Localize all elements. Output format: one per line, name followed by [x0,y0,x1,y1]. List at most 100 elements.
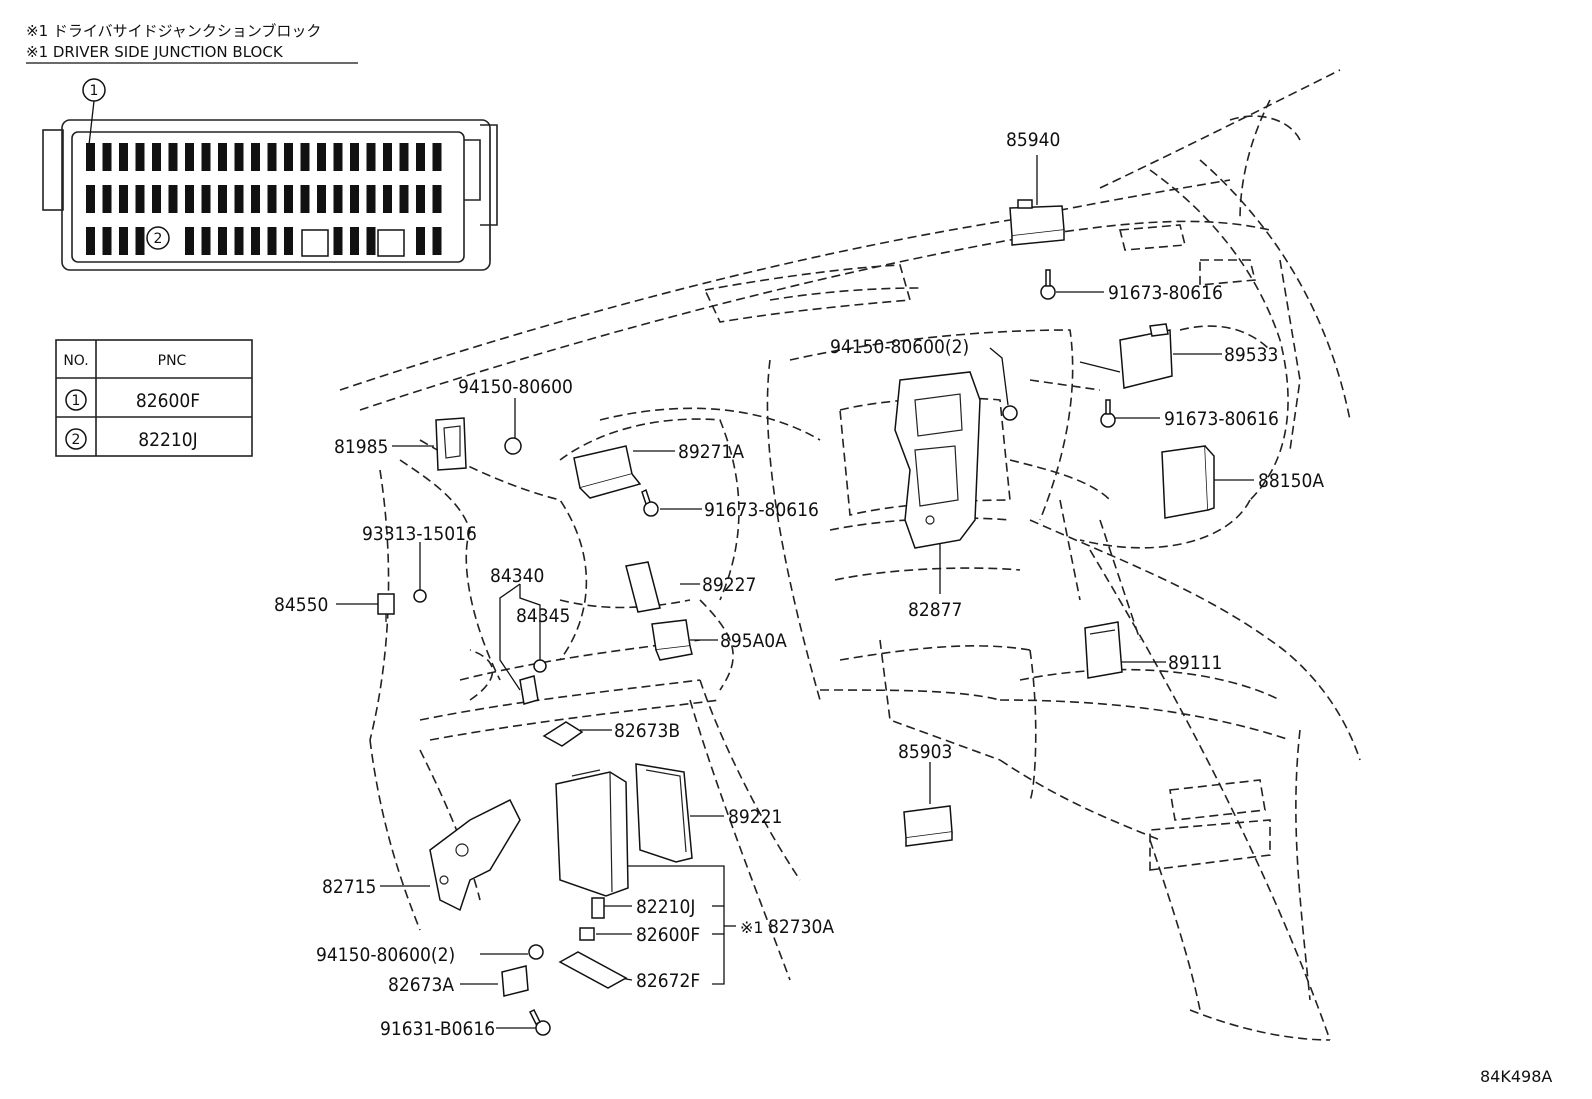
fuse-slot [416,227,425,255]
fuse-slot [317,185,326,213]
part-89221-shape [555,763,693,897]
part-895A0A-shape [651,619,693,661]
fuse-slot [135,185,145,213]
label-85903: 85903 [898,741,952,763]
dashboard-outline [339,69,1361,1041]
junction-block-illustration: 1 2 [42,78,498,271]
fuse-slot [300,185,310,213]
part-84345-shape [533,659,547,673]
fuse-slot [135,227,145,255]
label-81985: 81985 [334,436,388,458]
part-85903-shape [903,805,953,847]
fuse-slot [399,185,409,213]
label-91673-80616: 91673-80616 [1108,282,1223,304]
fuse-slot [119,185,128,213]
fuse-slot [185,143,194,171]
label-91631-B0616: 91631-B0616 [380,1018,495,1040]
callout-2: 2 [154,231,163,247]
part-82672F-shape [558,951,628,989]
label-89533: 89533 [1224,344,1278,366]
label-85940: 85940 [1006,129,1060,151]
label-82715: 82715 [322,876,376,898]
header-jp: ※1 ドライバサイドジャンクションブロック [26,22,321,40]
label-88150A: 88150A [1258,470,1324,492]
table-row-pnc: 82600F [136,390,200,412]
fuse-slot [234,185,244,213]
fuse-slot [300,143,310,171]
label-91673-80616: 91673-80616 [704,499,819,521]
table-header-pnc: PNC [158,353,187,369]
fuse-slot [234,227,244,255]
label-89111: 89111 [1168,652,1222,674]
label-82600F: 82600F [636,924,700,946]
fuse-slot [86,143,95,171]
part-89227-shape [625,561,661,613]
fuse-slot [86,185,95,213]
part-81985-shape [435,417,467,471]
fuse-slot [251,227,260,255]
fuse-slot [135,143,145,171]
label-84340: 84340 [490,565,544,587]
fuse-slot [366,227,376,255]
label-91673-80616: 91673-80616 [1164,408,1279,430]
label-82730A-mark: ※1 [740,918,764,937]
fuse-slot [317,143,326,171]
fuse-slot [333,185,343,213]
table-row-pnc: 82210J [138,429,197,451]
bolt-91673-b [1100,399,1116,428]
fuse-slot [201,143,211,171]
fuse-slot [102,143,112,171]
fuse-slot [218,227,227,255]
fuse-slot [251,185,260,213]
header-en: ※1 DRIVER SIDE JUNCTION BLOCK [26,43,284,61]
callout-1: 1 [90,83,99,99]
fuse-slot [399,143,409,171]
fuse-slot [168,143,178,171]
fuse-slot [201,227,211,255]
label-82210J: 82210J [636,896,695,918]
fuse-slot [185,185,194,213]
label-82673A: 82673A [388,974,454,996]
fuse-slot [152,143,161,171]
nut-94150-b [504,437,522,455]
fuse-slot [333,143,343,171]
fuse-slot [185,227,194,255]
label-89221: 89221 [728,806,782,828]
fuse-slot [86,227,95,255]
fuse-slot [267,143,277,171]
part-82210J-shape [591,897,605,919]
bolt-91631 [528,1008,551,1036]
fuse-slot [432,143,442,171]
label-82672F: 82672F [636,970,700,992]
part-82715-shape [429,798,521,912]
label-94150-80600-2: 94150-80600(2) [316,944,455,966]
part-84340-shape [519,675,539,705]
fuse-slot [366,143,376,171]
fuse-slot [119,227,128,255]
fuse-slot [218,185,227,213]
part-82673B-shape [542,721,584,747]
fuse-slot [284,227,293,255]
label-82673B: 82673B [614,720,680,742]
label-895A0A: 895A0A [720,630,787,652]
fuse-slot [383,185,392,213]
fuse-slot [267,185,277,213]
part-82673A-shape [501,965,529,997]
fuse-slot [168,185,178,213]
callout-circle-2 [146,226,170,250]
bolt-91673-a [1040,269,1056,300]
label-89227: 89227 [702,574,756,596]
fuse-slot [416,143,425,171]
fuse-slot [201,185,211,213]
fuse-slot [284,185,293,213]
nut-94150-c [528,944,544,960]
part-88150A-shape [1161,445,1215,519]
bolt-93313 [413,589,427,603]
fuse-slot [432,185,442,213]
fuse-slot [234,143,244,171]
nut-94150-a [1002,405,1018,421]
part-85940-shape [1009,199,1065,246]
fuse-slot [350,185,359,213]
fuse-slot [102,185,112,213]
